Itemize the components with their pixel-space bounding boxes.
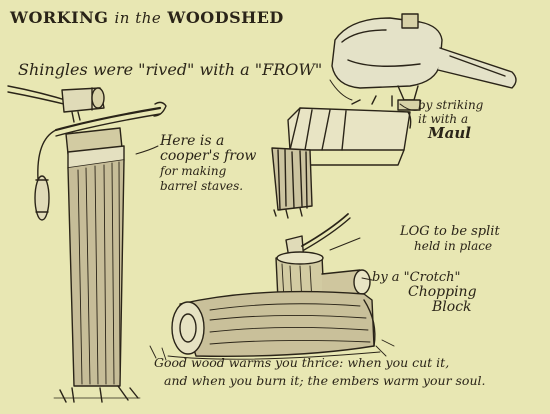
frow-on-block-drawing [271, 107, 412, 219]
quote-line2: and when you burn it; the embers warm yo… [164, 373, 486, 388]
title-word-woodshed: WOODSHED [167, 8, 284, 27]
label-striking-line2: it with a [418, 112, 469, 126]
label-log-line1: LOG to be split [400, 224, 500, 239]
page-title: WORKING in the WOODSHED [10, 8, 284, 27]
label-shingles: Shingles were "rived" with a "FROW" [18, 60, 323, 79]
label-coopers-frow: Here is a cooper's frow for making barre… [160, 134, 256, 194]
label-crotch-line2: Chopping [408, 284, 477, 300]
label-striking-line1: by striking [418, 98, 484, 112]
maul-drawing [331, 13, 517, 111]
label-cooper-line1: Here is a [160, 133, 225, 149]
label-striking: by striking it with a Maul [418, 98, 484, 142]
label-cooper-line3: for making [160, 164, 227, 178]
label-log: LOG to be split held in place [400, 224, 500, 254]
label-crotch-line1: by a "Crotch" [372, 270, 461, 285]
post-drawing [53, 145, 141, 403]
chopping-block-drawing [149, 213, 395, 361]
label-cooper-line4: barrel staves. [160, 179, 244, 193]
label-crotch: by a "Crotch" Chopping Block [372, 270, 477, 315]
label-crotch-line3: Block [432, 299, 472, 315]
quote-line1: Good wood warms you thrice: when you cut… [154, 355, 450, 370]
label-maul: Maul [428, 124, 471, 142]
pointer-lines [135, 79, 419, 281]
label-log-line2: held in place [414, 239, 493, 253]
title-word-in-the: in the [114, 9, 162, 27]
mallet-drawing [7, 85, 105, 123]
title-word-working: WORKING [10, 8, 109, 27]
label-cooper-line2: cooper's frow [160, 148, 257, 164]
quote: Good wood warms you thrice: when you cut… [154, 354, 485, 390]
